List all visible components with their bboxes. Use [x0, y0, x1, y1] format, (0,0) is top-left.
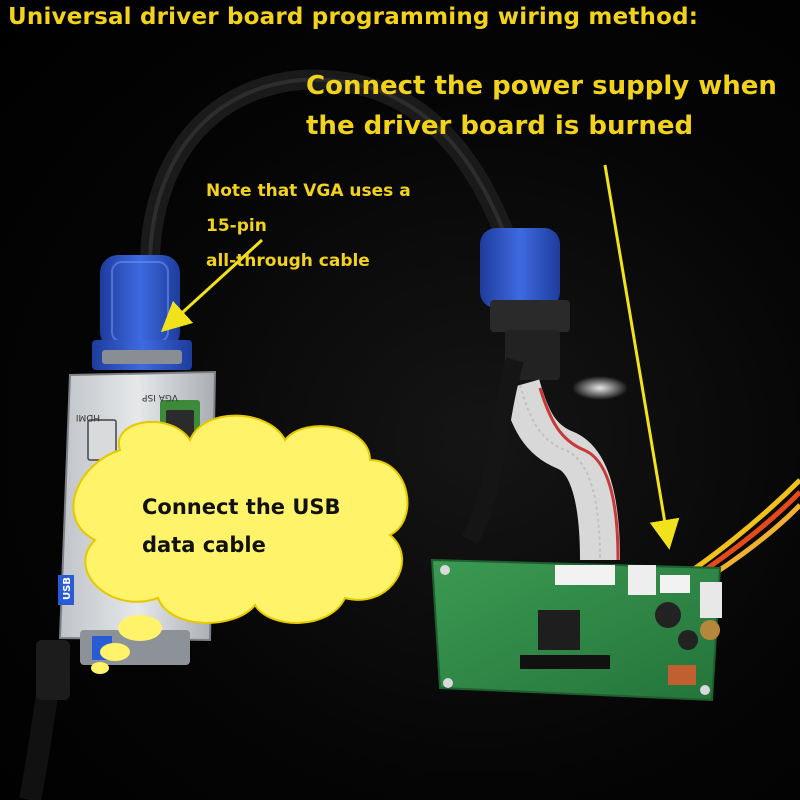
hdmi-port-label: HDMI — [76, 412, 100, 422]
usb-port-label: USB — [62, 577, 73, 600]
power-supply-note: Connect the power supply when the driver… — [306, 66, 786, 146]
usb-note-line1: Connect the USB — [142, 495, 341, 519]
board-vga-connector — [480, 228, 570, 380]
usb-cable-note: Connect the USB data cable — [142, 488, 392, 564]
vga-cable-note: Note that VGA uses a 15-pin all-through … — [206, 174, 436, 279]
usb-callout-bubble — [72, 414, 409, 674]
power-note-line2: the driver board is burned — [306, 111, 694, 141]
vga-note-line2: all-through cable — [206, 251, 370, 271]
page-title: Universal driver board programming wirin… — [8, 4, 699, 30]
ribbon-cable — [500, 379, 620, 561]
usb-note-line2: data cable — [142, 533, 266, 557]
vga-isp-port-label: VGA ISP — [141, 392, 178, 402]
power-note-arrow — [603, 164, 680, 550]
vga-note-arrow — [160, 238, 264, 333]
vga-note-line1: Note that VGA uses a 15-pin — [206, 181, 411, 236]
programmer-vga-connector — [92, 255, 192, 370]
driver-board — [430, 558, 722, 702]
power-note-line1: Connect the power supply when — [306, 71, 777, 101]
